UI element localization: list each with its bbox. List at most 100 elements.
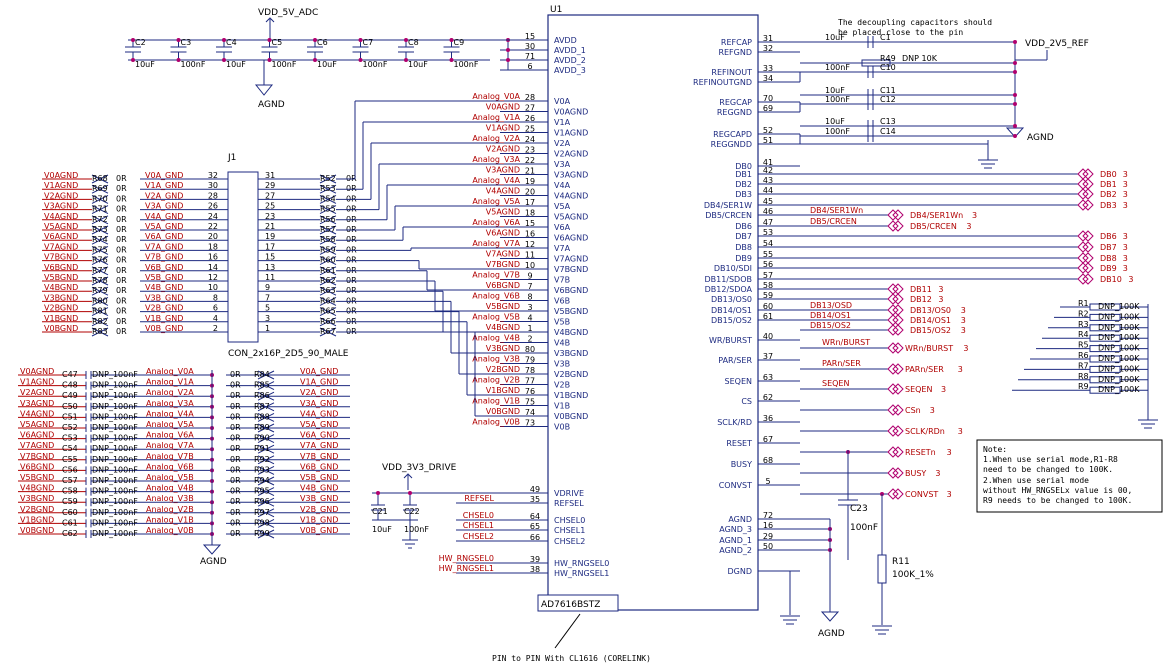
u1-pin-name: SEQEN xyxy=(725,377,752,386)
u1-pin-num: 49 xyxy=(530,485,540,494)
vdrive-cap-val: 10uF xyxy=(372,525,392,534)
u1-pin-name: V5B xyxy=(554,318,570,327)
mid-res-ref: R52 xyxy=(320,174,336,183)
bottom-cap-ref: C48 xyxy=(62,381,78,390)
ground-icon xyxy=(202,544,222,555)
mid-res-ref: R63 xyxy=(320,286,336,295)
left-res-net: V0AGND xyxy=(44,171,78,180)
left-res-ref: R68 xyxy=(92,174,108,183)
bottom-res-val: 0R xyxy=(230,476,241,485)
bottom-gnd: V3A_GND xyxy=(300,399,338,408)
pullup-ref: R7 xyxy=(1078,361,1089,370)
left-res-ref: R72 xyxy=(92,215,108,224)
u1-pin-name: REGCAPD xyxy=(713,130,752,139)
mid-res-ref: R66 xyxy=(320,317,336,326)
u1-pin-num: 28 xyxy=(525,93,535,102)
offpage-connector-icon xyxy=(887,324,904,336)
offpage-connector-icon xyxy=(1077,168,1094,180)
ground-icon xyxy=(1138,419,1158,429)
u1-pin-num: 55 xyxy=(763,250,773,259)
u1-pin-num: 57 xyxy=(763,271,773,280)
u1-pin-num: 21 xyxy=(525,167,535,176)
ctrl-net-count: 3 xyxy=(935,469,940,478)
j1-pin-r: 23 xyxy=(265,212,275,221)
resistor-icon xyxy=(257,529,275,539)
pullup-val: DNP_100K xyxy=(1098,323,1140,332)
resistor-icon xyxy=(91,215,109,225)
j1-net: V6B_GND xyxy=(145,263,183,272)
ctrl-net-label: PARn/SER xyxy=(905,365,944,374)
bottom-cap-val: DNP_100nF xyxy=(92,487,138,496)
vdd5-rail: VDD_5V_ADC AGND xyxy=(128,8,548,110)
bottom-res-ref: R93 xyxy=(254,465,270,474)
bottom-cap-val: DNP_100nF xyxy=(92,391,138,400)
u1-pin-num: 11 xyxy=(525,251,535,260)
u1-pin-num: 3 xyxy=(527,303,532,312)
svg-text:R9 needs to be changed to 100K: R9 needs to be changed to 100K. xyxy=(983,496,1132,505)
u1-pin-name: AVDD_1 xyxy=(554,46,586,55)
junction-dot xyxy=(358,58,363,62)
bottom-cap-ref: C55 xyxy=(62,455,78,464)
refcap-ref: C1 xyxy=(880,33,891,42)
bottom-cap-val: DNP_100nF xyxy=(92,444,138,453)
u1-pin-net: V5BGND xyxy=(486,302,520,311)
bottom-analog: Analog_V3A xyxy=(146,399,194,408)
ctrl-net-count: 3 xyxy=(958,365,963,374)
left-res-net: V1BGND xyxy=(44,314,78,323)
bottom-res-val: 0R xyxy=(230,412,241,421)
u1-pin-name: AGND xyxy=(728,515,752,524)
bottom-cap-val: DNP_100nF xyxy=(92,476,138,485)
u1-pin-name: WR/BURST xyxy=(709,336,752,345)
u1-pin-num: 18 xyxy=(525,209,535,218)
j1-part: CON_2x16P_2D5_90_MALE xyxy=(228,349,349,359)
j1-net: V7A_GND xyxy=(145,242,183,251)
vdrive-cap-val: 100nF xyxy=(404,525,429,534)
bottom-net: V7AGND xyxy=(20,441,54,450)
junction-dot xyxy=(506,48,510,52)
ctrl-net-label: SEQEN xyxy=(905,385,932,394)
u1-pin-name: V7BGND xyxy=(554,265,588,274)
cap-ref: C8 xyxy=(408,38,419,47)
bottom-analog: Analog_V7B xyxy=(146,452,194,461)
u1-pin-name: V5A xyxy=(554,202,571,211)
ctrl-inline: PARn/SER xyxy=(822,359,861,368)
svg-text:2.When use serial mode: 2.When use serial mode xyxy=(983,476,1089,485)
bottom-analog: Analog_V1B xyxy=(146,515,194,524)
ctrl-net-label: SCLK/RDn xyxy=(905,427,945,436)
vdd5-label: VDD_5V_ADC xyxy=(258,8,318,18)
u1-pin-num: 16 xyxy=(525,230,535,239)
u1-pin-num: 73 xyxy=(525,419,535,428)
u1-pin-net: V0BGND xyxy=(486,407,520,416)
left-res-net: V6BGND xyxy=(44,263,78,272)
u1-pin-num: 68 xyxy=(763,456,773,465)
bottom-res-ref: R96 xyxy=(254,497,270,506)
u1-pin-name: AGND_3 xyxy=(719,525,752,534)
u1-pin-name: V3AGND xyxy=(554,171,588,180)
resistor-icon xyxy=(319,286,337,296)
r11-ref: R11 xyxy=(892,557,910,567)
top-decoupling-caps: C210uFC3100nFC410uFC5100nFC610uFC7100nFC… xyxy=(125,38,479,69)
bottom-analog: Analog_V0B xyxy=(146,526,194,535)
db-net-count: 3 xyxy=(1123,243,1128,252)
bottom-gnd: V0B_GND xyxy=(300,526,338,535)
db-net-label: DB0 xyxy=(1100,170,1117,179)
j1-net: V2A_GND xyxy=(145,191,183,200)
u1-pin-num: 58 xyxy=(763,281,773,290)
junction-dot xyxy=(1013,70,1017,74)
junction-dot xyxy=(404,58,408,62)
resistor-icon xyxy=(257,391,275,401)
resistor-icon xyxy=(319,276,337,286)
power-icon xyxy=(403,473,413,479)
j1-pin-r: 21 xyxy=(265,222,275,231)
left-res-ref: R70 xyxy=(92,194,108,203)
offpage-connector-icon xyxy=(887,363,904,375)
db-net-count: 3 xyxy=(961,316,966,325)
ctrl-net-label: CSn xyxy=(905,406,921,415)
db-net-count: 3 xyxy=(966,222,971,231)
u1-pin-num: 33 xyxy=(763,64,773,73)
left-res-ref: R82 xyxy=(92,317,108,326)
bottom-cap-ref: C49 xyxy=(62,391,78,400)
db-net-count: 3 xyxy=(972,211,977,220)
